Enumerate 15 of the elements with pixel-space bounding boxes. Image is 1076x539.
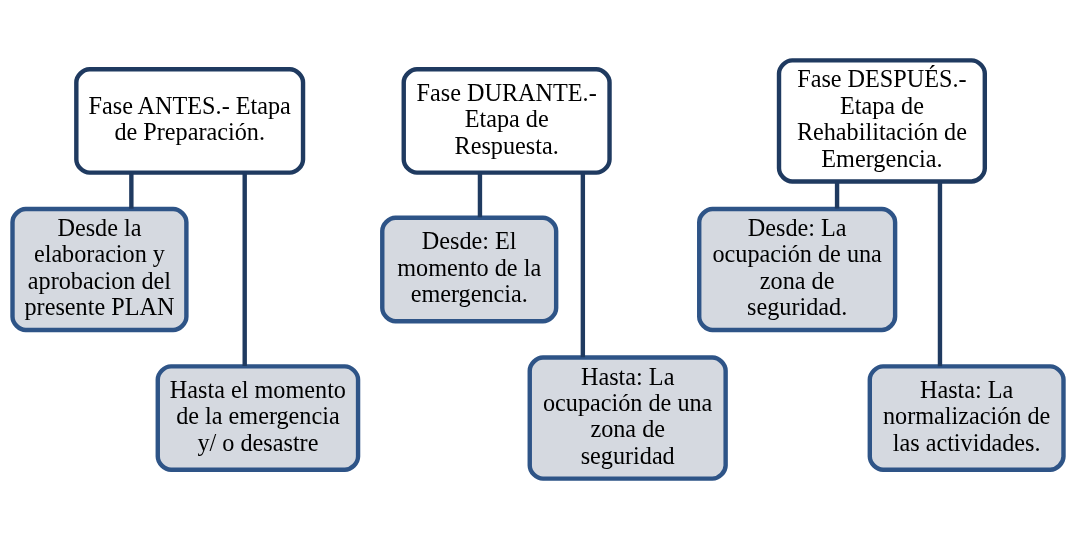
node-box: Desde la elaboracion y aprobacion del presente PLAN	[10, 206, 189, 333]
node-box: Fase ANTES.- Etapa de Preparación.	[74, 67, 306, 175]
node-box: Fase DURANTE.- Etapa de Respuesta.	[401, 67, 612, 175]
connector	[937, 181, 943, 367]
connector	[129, 172, 134, 209]
node-box: Desde: El momento de la emergencia.	[380, 215, 559, 324]
connector	[242, 172, 247, 366]
node-box: Desde: La ocupación de una zona de seguridad.	[697, 206, 898, 333]
node-box: Fase DESPUÉS.- Etapa de Rehabilitación de Emergencia.	[776, 58, 987, 184]
node-box: Hasta el momento de la emergencia y/ o desastre	[155, 364, 361, 472]
node-box: Hasta: La normalización de las actividades.	[867, 364, 1066, 472]
connector	[834, 181, 840, 209]
connector	[580, 172, 586, 358]
node-box: Hasta: La ocupación de una zona de seguridad	[527, 355, 728, 481]
connector	[477, 172, 483, 218]
